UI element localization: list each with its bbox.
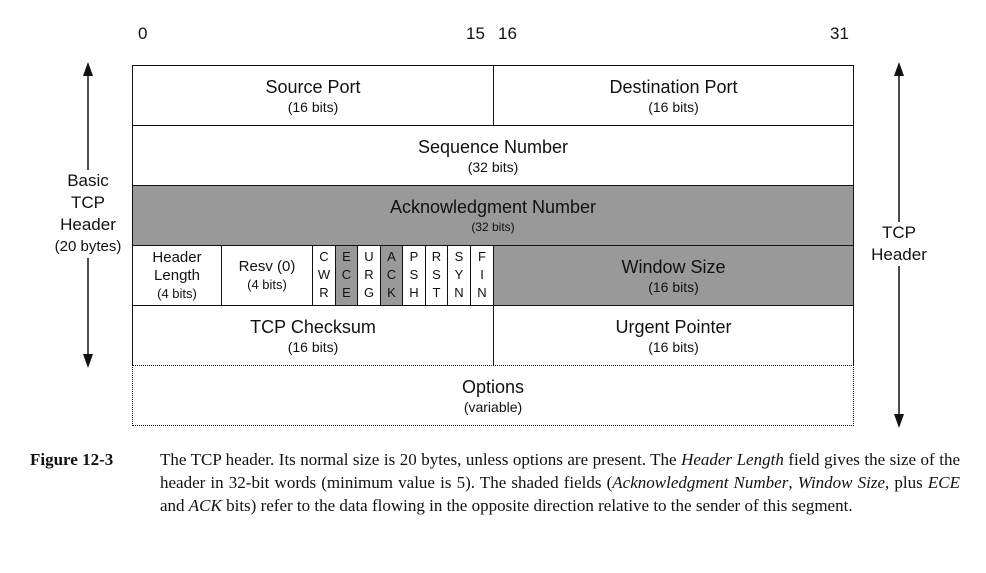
field-name-line2: Length: [154, 266, 200, 284]
flag-letter: K: [387, 285, 396, 300]
caption-text: The TCP header. Its normal size is 20 by…: [160, 450, 961, 515]
sequence-number-field: Sequence Number (32 bits): [132, 125, 854, 186]
flag-letter: S: [409, 267, 419, 282]
field-name: Acknowledgment Number: [389, 196, 597, 217]
tcp-checksum-field: TCP Checksum (16 bits): [132, 305, 494, 366]
field-name: Urgent Pointer: [615, 316, 732, 337]
field-size: (16 bits): [648, 278, 699, 295]
field-size: (32 bits): [467, 158, 519, 175]
acknowledgment-number-field: Acknowledgment Number (32 bits): [132, 185, 854, 246]
label-line: Header: [871, 245, 927, 264]
flag-letter: C: [341, 267, 352, 282]
field-size: (16 bits): [287, 338, 339, 355]
tcp-header-label: TCP Header: [862, 222, 936, 266]
basic-header-label: Basic TCP Header (20 bytes): [44, 170, 132, 258]
flag-fin: F I N: [470, 245, 494, 306]
flag-urg: U R G: [357, 245, 381, 306]
flag-ece: E C E: [335, 245, 358, 306]
reserved-field: Resv (0) (4 bits): [221, 245, 313, 306]
destination-port-field: Destination Port (16 bits): [493, 65, 854, 126]
label-line: (20 bytes): [54, 238, 122, 255]
urgent-pointer-field: Urgent Pointer (16 bits): [493, 305, 854, 366]
flag-letter: R: [431, 249, 442, 264]
field-size: (16 bits): [287, 98, 339, 115]
label-line: TCP: [71, 193, 105, 212]
field-name: Source Port: [265, 76, 361, 97]
flag-letter: R: [364, 267, 374, 282]
flag-letter: N: [477, 285, 487, 300]
bit-label-15: 15: [466, 24, 485, 43]
label-line: TCP: [882, 223, 916, 242]
field-name: Destination Port: [609, 76, 738, 97]
flag-ack: A C K: [380, 245, 403, 306]
caption-label: Figure 12-3: [30, 450, 114, 469]
flag-letter: Y: [454, 267, 464, 282]
field-name: Resv (0): [238, 257, 296, 275]
field-size: (variable): [463, 398, 523, 415]
flag-letter: F: [478, 249, 486, 264]
flag-letter: G: [363, 285, 375, 300]
header-length-field: Header Length (4 bits): [132, 245, 222, 306]
flag-letter: H: [409, 285, 419, 300]
flag-letter: N: [454, 285, 464, 300]
flag-letter: W: [317, 267, 331, 282]
flag-letter: T: [432, 285, 441, 300]
flag-letter: A: [387, 249, 396, 264]
source-port-field: Source Port (16 bits): [132, 65, 494, 126]
flag-letter: R: [319, 285, 329, 300]
bit-label-0: 0: [138, 24, 148, 43]
field-name: Window Size: [621, 256, 726, 277]
flag-letter: S: [432, 267, 441, 282]
field-size: (32 bits): [471, 219, 515, 234]
label-line: Header: [60, 215, 116, 234]
bit-label-16: 16: [498, 24, 517, 43]
options-field: Options (variable): [132, 365, 854, 426]
field-size: (4 bits): [157, 285, 197, 301]
label-line: Basic: [67, 171, 109, 190]
flag-letter: U: [364, 249, 374, 264]
field-name-line1: Header: [152, 248, 202, 266]
flag-letter: C: [319, 249, 329, 264]
flag-letter: E: [342, 249, 351, 264]
field-name: Options: [461, 376, 525, 397]
flag-letter: P: [409, 249, 419, 264]
field-name: Sequence Number: [417, 136, 569, 157]
bit-label-31: 31: [830, 24, 849, 43]
flag-rst: R S T: [425, 245, 448, 306]
flag-cwr: C W R: [312, 245, 336, 306]
flag-syn: S Y N: [447, 245, 471, 306]
flag-psh: P S H: [402, 245, 426, 306]
field-name: TCP Checksum: [250, 316, 376, 337]
window-size-field: Window Size (16 bits): [493, 245, 854, 306]
flag-letter: E: [342, 285, 351, 300]
field-size: (16 bits): [648, 338, 699, 355]
flag-letter: S: [454, 249, 464, 264]
flag-letter: I: [480, 267, 484, 282]
field-size: (4 bits): [247, 276, 287, 292]
field-size: (16 bits): [648, 98, 699, 115]
flag-letter: C: [386, 267, 397, 282]
